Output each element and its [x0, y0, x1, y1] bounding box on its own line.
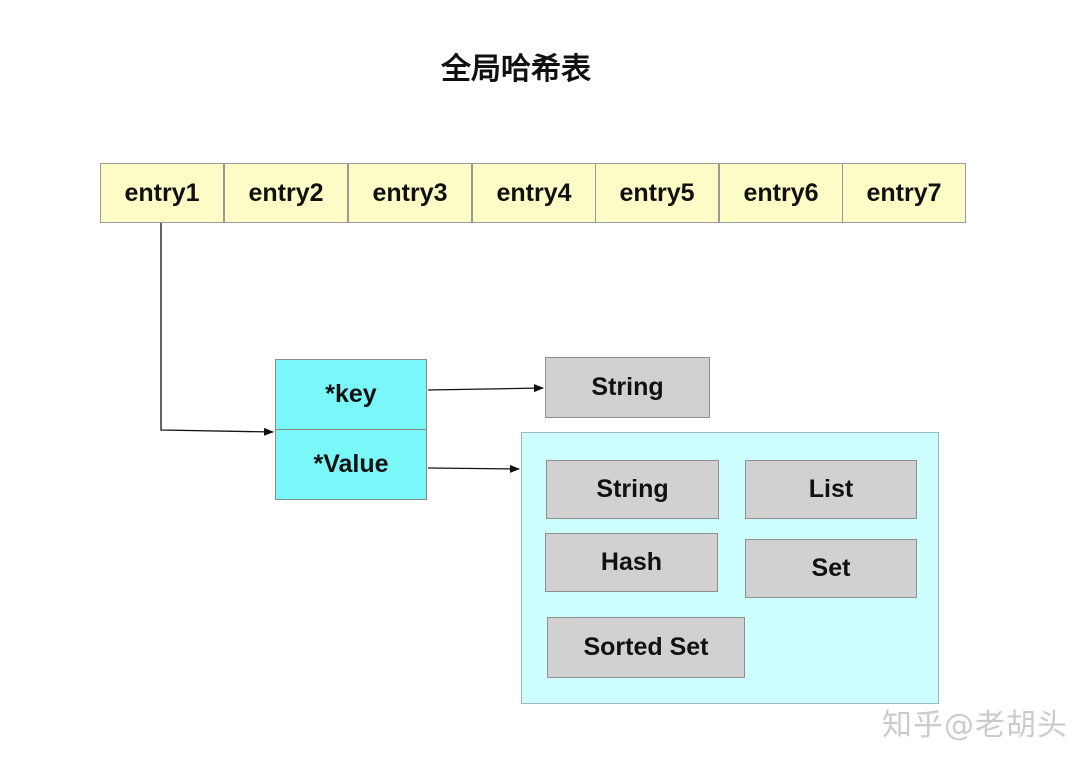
entry-5: entry5	[595, 163, 719, 223]
entry-3: entry3	[348, 163, 472, 223]
key-to-string-arrow	[427, 384, 544, 393]
watermark: 知乎@老胡头	[882, 708, 1068, 743]
value-type-set: Set	[745, 539, 917, 598]
entry-7: entry7	[842, 163, 966, 223]
value-type-hash: Hash	[545, 533, 718, 592]
value-type-string: String	[546, 460, 719, 519]
entry-2: entry2	[224, 163, 348, 223]
key-type-string: String	[545, 357, 710, 418]
diagram-title: 全局哈希表	[441, 52, 591, 87]
entry-1: entry1	[100, 163, 224, 223]
value-type-sorted-set: Sorted Set	[547, 617, 745, 678]
key-pointer-cell: *key	[275, 359, 427, 430]
value-pointer-cell: *Value	[275, 429, 427, 500]
value-type-list: List	[745, 460, 917, 519]
entry-6: entry6	[719, 163, 843, 223]
value-to-types-arrow	[427, 464, 520, 473]
entry-4: entry4	[472, 163, 596, 223]
entry1-to-key-arrow	[160, 223, 274, 436]
